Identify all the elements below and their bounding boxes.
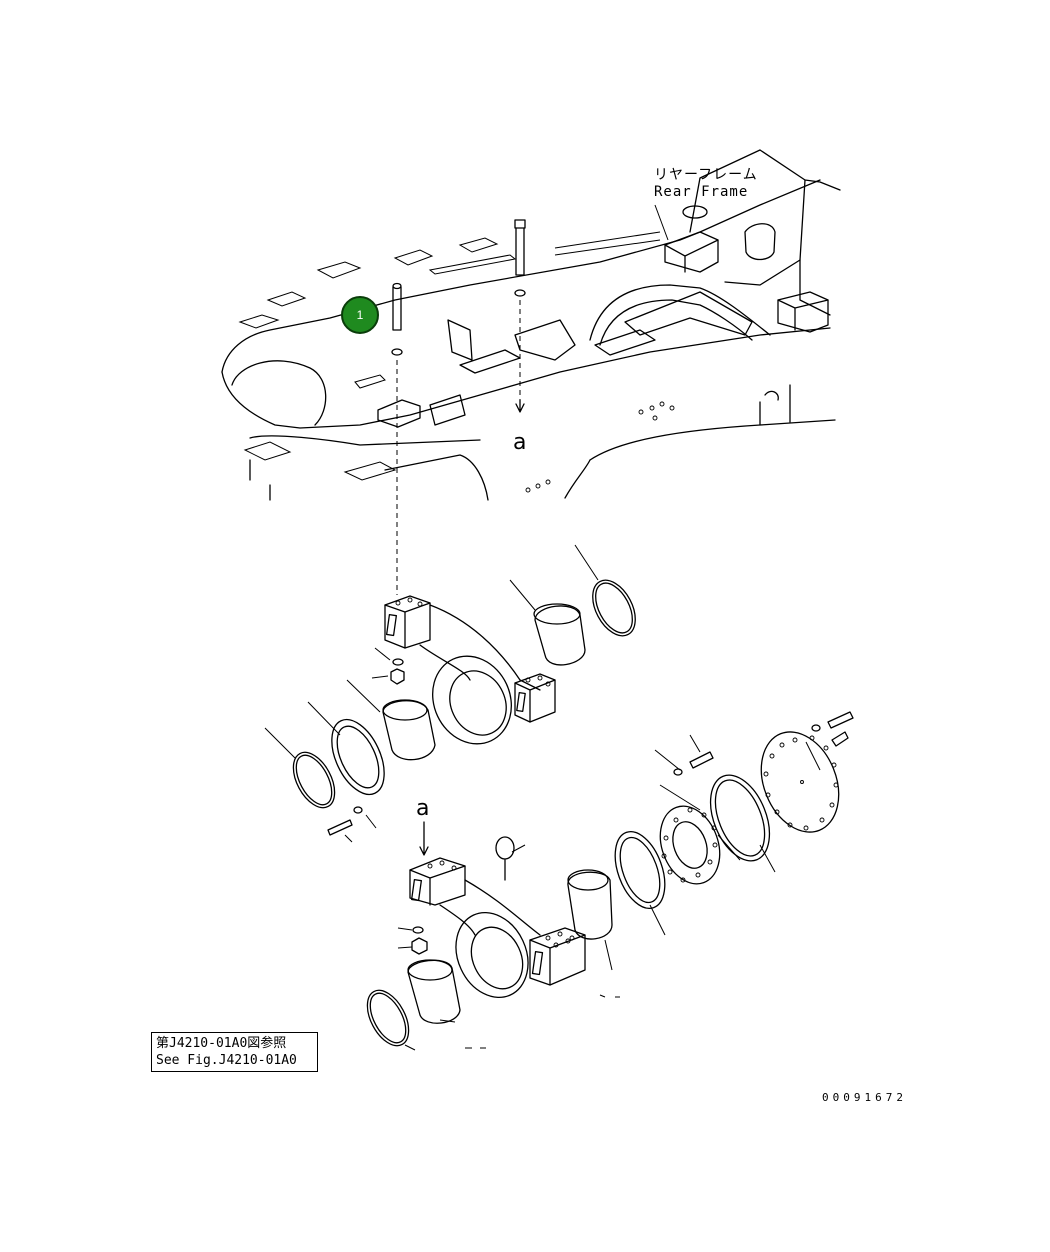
flange-bolt-holes	[661, 807, 718, 883]
drawing-number: 00091672	[822, 1091, 907, 1104]
rear-frame-label-jp: リヤーフレーム	[654, 167, 758, 183]
upper-support-assembly	[264, 544, 636, 843]
reference-note-en: See Fig.J4210-01A0	[156, 1053, 297, 1068]
rear-frame-label-en: Rear Frame	[654, 184, 749, 200]
frame-bolt-left	[391, 282, 403, 595]
reference-note-box: 第J4210-01A0図参照 See Fig.J4210-01A0	[151, 1032, 318, 1072]
reference-note-jp: 第J4210-01A0図参照	[156, 1036, 287, 1051]
rear-frame	[221, 149, 841, 501]
part-callout-1[interactable]: 1	[341, 296, 379, 334]
arrow-label-upper: a	[513, 430, 527, 455]
lower-support-assembly	[366, 711, 854, 1051]
end-plate-bolt-holes	[763, 735, 839, 831]
arrow-label-lower: a	[416, 796, 430, 821]
frame-bolt-right	[514, 219, 526, 413]
rear-frame-label: リヤーフレーム Rear Frame	[654, 167, 758, 201]
frame-marks	[525, 401, 675, 493]
